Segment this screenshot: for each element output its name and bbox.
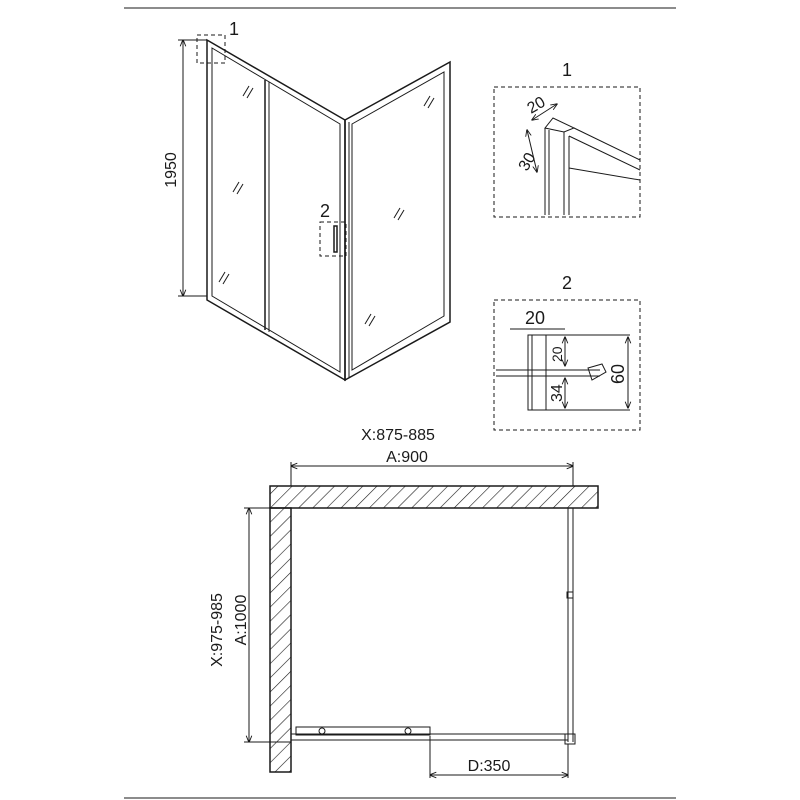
d1-rail-glass xyxy=(568,167,641,181)
d2-dim-lower: 34 xyxy=(549,384,566,402)
detail-2-title: 2 xyxy=(562,273,572,293)
plan-door-width: D:350 xyxy=(468,758,511,775)
plan-width-nominal: A:900 xyxy=(386,449,428,466)
callout-2-box xyxy=(319,221,347,257)
door-handle-icon xyxy=(333,225,338,253)
plan-depth-range: X:975-985 xyxy=(209,593,226,667)
detail-1-title: 1 xyxy=(562,60,572,80)
callout-2-label: 2 xyxy=(320,201,330,221)
back-wall xyxy=(269,485,599,509)
detail-1-frame xyxy=(493,86,641,218)
detail-2-frame xyxy=(493,299,641,431)
plan-view: X:875-885 A:900 X:975-985 A:1000 D:350 xyxy=(209,427,599,778)
side-wall xyxy=(269,507,292,773)
d2-profile xyxy=(527,334,547,411)
detail-1: 1 20 30 xyxy=(493,60,641,218)
plan-roller-left-icon xyxy=(318,727,326,735)
d2-dim-upper: 20 xyxy=(549,346,565,362)
plan-depth-nominal: A:1000 xyxy=(233,595,250,646)
d1-dim-top: 20 xyxy=(525,94,549,118)
d1-dim-top-line xyxy=(532,104,557,120)
plan-corner xyxy=(564,733,576,745)
plan-sliding-door xyxy=(295,726,431,736)
front-panel-inner xyxy=(211,47,341,373)
plan-roller-right-icon xyxy=(404,727,412,735)
d2-dim-width: 20 xyxy=(525,308,545,328)
callout-1-box xyxy=(196,34,226,64)
plan-width-range: X:875-885 xyxy=(361,427,435,444)
glass-reflections xyxy=(218,85,435,327)
height-label: 1950 xyxy=(163,152,180,188)
d1-cap xyxy=(544,117,576,133)
d1-dim-side-line xyxy=(527,130,537,172)
side-panel-frame xyxy=(344,60,451,382)
d1-rail-bottom xyxy=(568,135,641,171)
side-panel-inner xyxy=(351,71,445,371)
callout-1-label: 1 xyxy=(229,19,239,39)
d2-handle-end xyxy=(587,363,607,381)
plan-right-joint xyxy=(566,591,574,599)
d1-dim-side: 30 xyxy=(516,150,540,174)
elevation-view: 1950 1 2 xyxy=(163,19,451,382)
d2-dim-total: 60 xyxy=(608,364,628,384)
detail-2: 2 20 20 34 60 xyxy=(493,273,641,431)
d1-rail-top xyxy=(573,127,641,161)
